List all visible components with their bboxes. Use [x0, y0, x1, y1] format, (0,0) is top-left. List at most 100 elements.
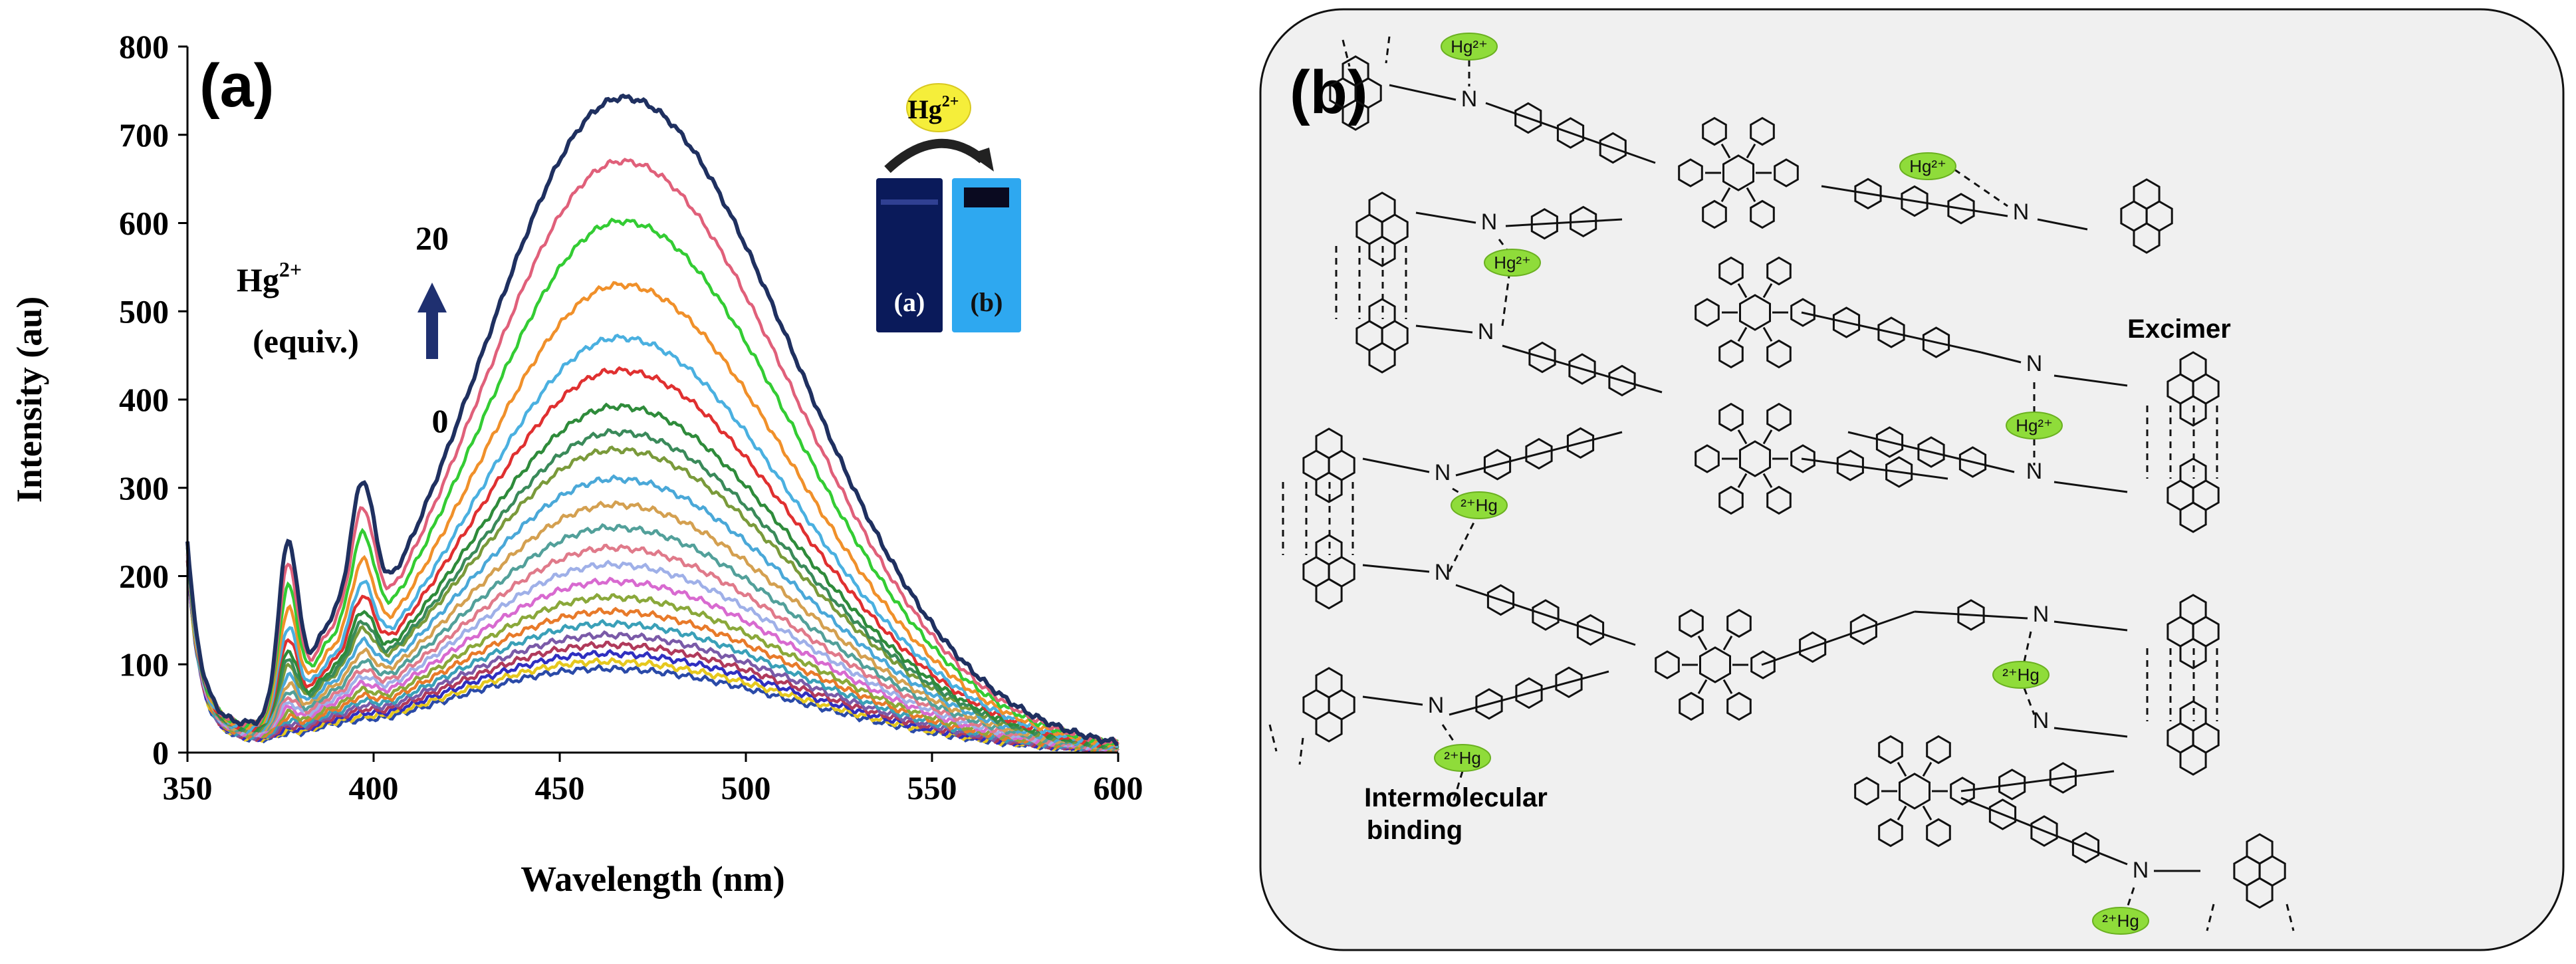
x-tick-label: 500 [721, 769, 771, 806]
hg-ion-label: ²⁺Hg [2002, 665, 2040, 685]
bond [1362, 695, 1423, 706]
bond [1762, 326, 1773, 342]
x-tick-label: 550 [907, 769, 957, 806]
benzene-ring [1877, 316, 1905, 348]
bond [1922, 805, 1932, 821]
curved-arrow-icon [884, 138, 986, 174]
benzene-ring [1957, 599, 1985, 631]
benzene-ring [1556, 117, 1585, 149]
coordination-bond [1342, 39, 1351, 67]
benzene-ring [1655, 650, 1680, 679]
bond [1697, 679, 1708, 695]
binding-label: binding [1367, 816, 1463, 845]
imine-n-label: N [1461, 86, 1478, 112]
benzene-ring [1718, 256, 1744, 286]
excimer-label: Excimer [2127, 314, 2231, 344]
benzene-ring [1315, 427, 1343, 459]
coordination-bond [1448, 518, 1477, 572]
spectrum-line [185, 560, 1119, 753]
y-tick-label: 600 [119, 205, 169, 242]
hg-ions: Hg²⁺Hg²⁺Hg²⁺Hg²⁺²⁺Hg²⁺Hg²⁺Hg²⁺Hg [1434, 33, 2149, 935]
coordination-bond [1268, 724, 1278, 752]
bond [1697, 635, 1708, 651]
benzene-ring [1849, 613, 1877, 646]
bond [2053, 481, 2128, 493]
benzene-ring [1483, 449, 1512, 481]
benzene-ring [1726, 608, 1752, 638]
bond [1960, 796, 2128, 866]
imine-n-label: N [2133, 858, 2149, 883]
y-tick-label: 300 [119, 469, 169, 507]
benzene-ring [1854, 777, 1879, 806]
bond [1415, 211, 1476, 224]
benzene-ring [1722, 154, 1754, 191]
benzene-ring [1699, 646, 1731, 683]
benzene-ring [1988, 798, 2017, 830]
benzene-ring [1926, 735, 1951, 765]
inset-hg-label: Hg2+ [908, 93, 959, 124]
panel-a-label: (a) [199, 52, 274, 120]
coordination-bond [2206, 904, 2215, 931]
vial-b-label: (b) [971, 287, 1003, 317]
hg-ion-label: Hg²⁺ [1494, 253, 1531, 273]
coordination-bond [2023, 687, 2036, 715]
benzene-ring [2179, 700, 2207, 732]
bond [1737, 429, 1748, 445]
bond [1737, 473, 1748, 489]
benzene-ring [1515, 677, 1543, 709]
y-axis-label: Intensity (au) [9, 297, 49, 503]
hg-ion [1484, 249, 1541, 277]
benzene-ring [1315, 534, 1343, 566]
hg-ion [2006, 412, 2063, 439]
benzene-ring [2179, 501, 2207, 533]
hg-ion-label: ²⁺Hg [2102, 911, 2139, 931]
bond [1801, 457, 1948, 480]
vial-a [876, 178, 943, 332]
imine-n-label: N [2013, 199, 2030, 225]
benzene-ring [1926, 818, 1951, 848]
benzene-ring [1678, 158, 1703, 187]
benzene-ring [1702, 116, 1727, 146]
bond [1455, 584, 1636, 646]
benzene-ring [2133, 178, 2161, 210]
bond [1505, 218, 1623, 227]
y-tick-label: 0 [152, 734, 169, 771]
benzene-ring [1514, 102, 1542, 134]
coordination-bond [1954, 168, 2008, 207]
benzene-ring [1342, 99, 1369, 131]
binding-diagram: (b) Hg²⁺Hg²⁺Hg²⁺Hg²⁺²⁺Hg²⁺Hg²⁺Hg²⁺Hg NNN… [1259, 8, 2565, 951]
bond [1762, 473, 1773, 489]
benzene-ring [1875, 426, 1904, 458]
bond [1485, 102, 1656, 164]
benzene-ring [1679, 691, 1704, 721]
benzene-ring [1739, 440, 1771, 477]
arrow-top-label: 20 [415, 219, 449, 257]
coordination-bond [1385, 36, 1391, 64]
spectrum-line [185, 474, 1119, 751]
benzene-ring [1998, 769, 2026, 800]
coordination-bond [1501, 275, 1510, 326]
benzene-ring [1486, 584, 1515, 616]
bond [1761, 610, 1915, 666]
benzene-ring [1750, 116, 1775, 146]
bond [1722, 679, 1733, 695]
imine-n-label: N [1478, 319, 1494, 344]
benzene-ring [1832, 306, 1861, 338]
hg-ion-label: Hg²⁺ [1451, 37, 1488, 57]
spectrum-line [185, 402, 1119, 750]
imine-n-label: N [1435, 560, 1451, 585]
coordination-bond [1441, 724, 1457, 745]
bond [1720, 187, 1731, 203]
benzene-ring [1315, 667, 1343, 699]
benzene-ring [1695, 298, 1720, 327]
hg-equiv-label: Hg2+ [237, 257, 302, 299]
bond [1362, 564, 1430, 573]
benzene-ring [2071, 832, 2100, 864]
bond [1762, 283, 1773, 299]
benzene-ring [1836, 449, 1864, 481]
bond [1847, 431, 2015, 473]
coordination-bond [2285, 904, 2295, 931]
